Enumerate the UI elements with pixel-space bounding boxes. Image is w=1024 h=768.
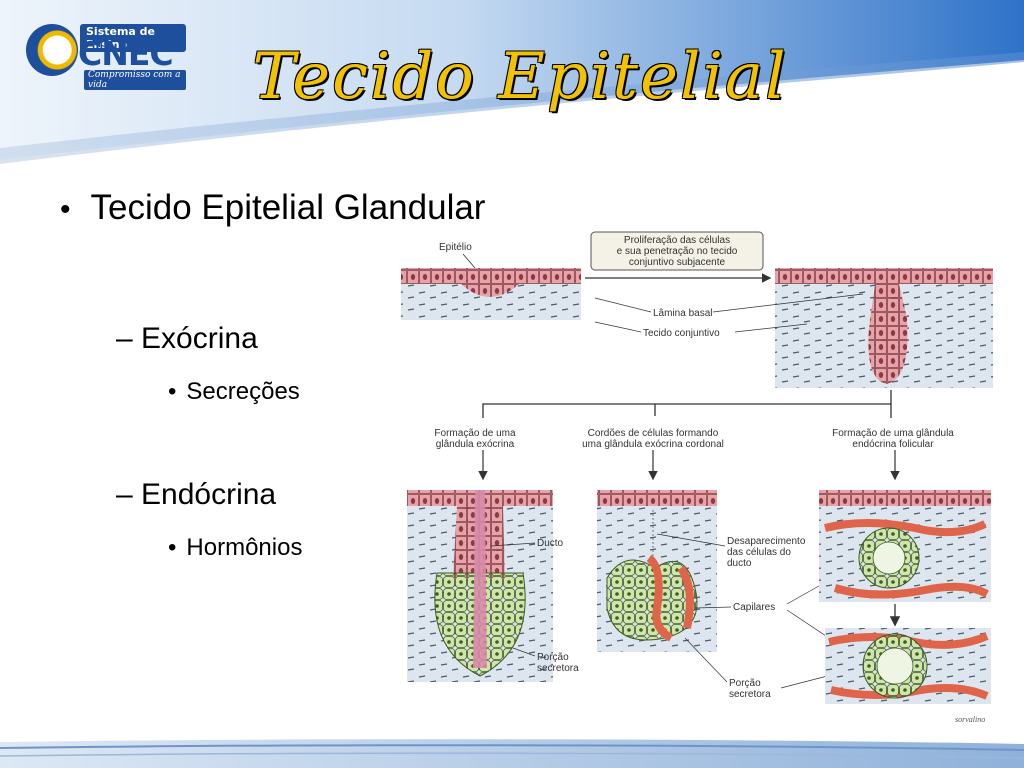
label-exocrina-2: glândula exócrina (436, 439, 515, 450)
header-band (0, 0, 1024, 160)
label-porcao-1: Porção (537, 652, 569, 663)
label-proliferacao-3: conjuntivo subjacente (629, 257, 726, 268)
label-cordoes-2: uma glândula exócrina cordonal (582, 439, 724, 450)
label-porcao-2: secretora (537, 663, 579, 674)
bullet-exocrina: – Exócrina (116, 322, 258, 356)
label-porcao2-2: secretora (729, 689, 771, 700)
bullet-level1-text: Tecido Epitelial Glandular (90, 188, 486, 227)
stage-proliferation: Lâmina basal Tecido conjuntivo (594, 268, 993, 388)
label-proliferacao-2: e sua penetração no tecido (617, 246, 738, 257)
bullet-endocrina: – Endócrina (116, 478, 276, 512)
label-capilares: Capilares (733, 602, 775, 613)
proliferation-callout: Proliferação das células e sua penetraçã… (585, 231, 772, 283)
bullet-dot-icon: • (60, 193, 71, 226)
logo-name: CNEC (78, 34, 174, 73)
cordonal-gland: Desaparecimento das células do ducto Cap… (597, 490, 836, 700)
bullet-exocrina-text: Exócrina (141, 322, 258, 355)
bullet-secrecoes-text: Secreções (186, 378, 300, 405)
endocrine-gland (819, 490, 991, 704)
label-endocrina-2: endócrina folicular (852, 439, 934, 450)
label-desaparecimento-1: Desaparecimento (727, 536, 806, 547)
label-endocrina-1: Formação de uma glândula (832, 428, 954, 439)
dash-icon: – (116, 322, 142, 355)
label-desaparecimento-3: ducto (727, 558, 752, 569)
artist-signature: sorvalino (955, 715, 985, 724)
label-epitelio: Epitélio (439, 242, 472, 253)
slide-title: Tecido Epitelial (252, 40, 788, 114)
gland-formation-diagram: Epitélio Proliferação das células e sua … (395, 228, 997, 726)
bullet-endocrina-text: Endócrina (141, 478, 277, 511)
bullet-secrecoes: • Secreções (168, 378, 300, 406)
branch-arrows (478, 390, 900, 481)
logo-mark-icon (26, 24, 78, 76)
bullet-dot-icon: • (168, 534, 177, 561)
label-exocrina-1: Formação de uma (434, 428, 516, 439)
label-lamina-basal: Lâmina basal (653, 308, 712, 319)
dash-icon: – (116, 478, 142, 511)
exocrine-gland: Ducto Porção secretora (407, 490, 579, 682)
cnec-logo: Sistema de Ensino CNEC Compromisso com a… (26, 18, 186, 90)
logo-tagline: Compromisso com a vida (84, 70, 186, 90)
label-ducto: Ducto (537, 538, 564, 549)
label-porcao2-1: Porção (729, 678, 761, 689)
stage-epithelium: Epitélio (401, 242, 581, 320)
footer-line (0, 744, 1024, 751)
logo-top-text: Sistema de Ensino (80, 24, 186, 52)
header-stripe (0, 52, 1024, 164)
bullet-dot-icon: • (168, 378, 177, 405)
label-desaparecimento-2: das células do (727, 547, 791, 558)
label-tecido-conjuntivo: Tecido conjuntivo (643, 328, 720, 339)
bullet-hormonios: • Hormônios (168, 534, 302, 562)
bullet-level1: • Tecido Epitelial Glandular (60, 188, 485, 228)
label-cordoes-1: Cordões de células formando (588, 428, 719, 439)
label-proliferacao-1: Proliferação das células (624, 235, 730, 246)
bullet-hormonios-text: Hormônios (186, 534, 303, 561)
diagram-svg: Epitélio Proliferação das células e sua … (401, 231, 993, 724)
